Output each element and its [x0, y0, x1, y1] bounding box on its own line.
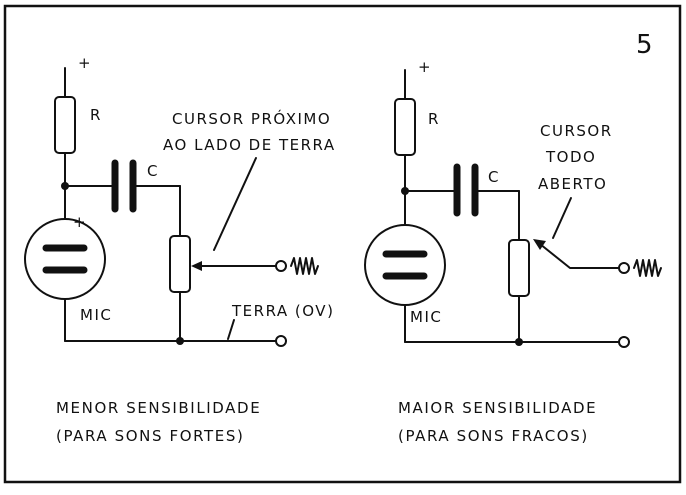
left-wiper-arrow	[191, 261, 202, 271]
left-mic-label: MIC	[80, 306, 112, 324]
left-caption-line1: MENOR SENSIBILIDADE	[56, 399, 261, 417]
right-cursor-note-line2: TODO	[545, 148, 596, 166]
right-resistor-label: R	[428, 110, 440, 128]
right-resistor-r	[394, 98, 416, 156]
right-wiper-line	[539, 243, 619, 269]
left-junction-ground	[176, 337, 184, 345]
right-cursor-note-line1: CURSOR	[540, 122, 613, 140]
left-circuit: + R C CURSOR PRÓXIMO AO LADO DE TERRA + …	[24, 54, 336, 445]
right-capacitor-label: C	[488, 168, 500, 186]
left-mic-polarity: +	[73, 213, 87, 231]
left-ground-label: TERRA (OV)	[231, 302, 334, 320]
right-caption-line2: (PARA SONS FRACOS)	[398, 427, 589, 445]
right-circuit: + R C CURSOR TODO ABERTO MIC MAIOR SENSI…	[364, 58, 662, 445]
left-output-terminal[interactable]	[275, 260, 287, 272]
right-cursor-note-line3: ABERTO	[538, 175, 607, 193]
right-output-signal-icon	[633, 259, 662, 277]
right-supply-label: +	[418, 58, 432, 76]
right-caption-line1: MAIOR SENSIBILIDADE	[398, 399, 597, 417]
left-supply-label: +	[78, 54, 92, 72]
left-output-signal-icon	[290, 257, 319, 275]
right-cursor-pointer	[552, 197, 572, 239]
left-ground-pointer	[227, 319, 235, 340]
right-potentiometer	[508, 239, 530, 297]
right-wiper-arrow	[533, 239, 546, 250]
left-cursor-note-line1: CURSOR PRÓXIMO	[172, 109, 331, 128]
figure-frame	[3, 4, 682, 484]
left-cursor-pointer	[213, 157, 257, 251]
right-microphone	[364, 224, 446, 306]
figure-number: 5	[636, 30, 653, 60]
left-capacitor-label: C	[147, 162, 159, 180]
left-cursor-note-line2: AO LADO DE TERRA	[163, 136, 336, 154]
right-mic-label: MIC	[410, 308, 442, 326]
right-output-terminal[interactable]	[618, 262, 630, 274]
left-resistor-label: R	[90, 106, 102, 124]
left-microphone	[24, 218, 106, 300]
left-potentiometer	[169, 235, 191, 293]
left-caption-line2: (PARA SONS FORTES)	[56, 427, 244, 445]
left-ground-terminal[interactable]	[275, 335, 287, 347]
right-ground-terminal[interactable]	[618, 336, 630, 348]
right-junction-ground	[515, 338, 523, 346]
left-resistor-r	[54, 96, 76, 154]
